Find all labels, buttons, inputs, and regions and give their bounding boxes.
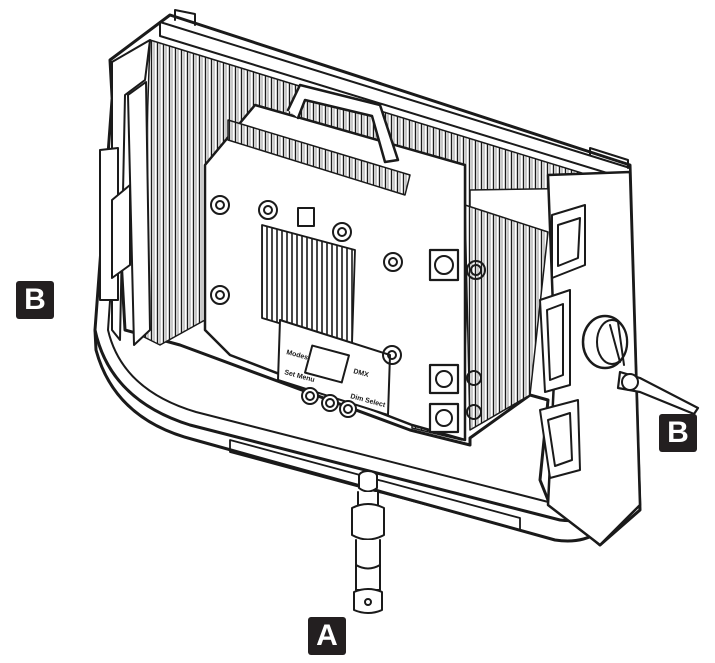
bolt — [332, 222, 352, 242]
knob — [321, 394, 339, 412]
release-latch — [297, 207, 315, 227]
knob — [339, 400, 357, 418]
bolt — [258, 200, 278, 220]
left-side-frame — [99, 39, 151, 346]
bolt — [210, 195, 230, 215]
callout-a-bottom: A — [308, 617, 346, 655]
data-connectors-lower — [428, 363, 482, 434]
callout-b-left: B — [16, 281, 54, 319]
bolt — [382, 345, 402, 365]
mounting-spigot — [351, 470, 385, 614]
bolt — [383, 252, 403, 272]
bolt — [210, 285, 230, 305]
mounting-bolts — [210, 195, 403, 365]
power-connector-upper — [428, 248, 486, 282]
knob — [301, 387, 319, 405]
label-dmx: DMX — [352, 368, 369, 379]
tilt-lock-knob — [581, 314, 700, 416]
control-knobs — [301, 387, 357, 418]
callout-b-right: B — [659, 414, 697, 452]
